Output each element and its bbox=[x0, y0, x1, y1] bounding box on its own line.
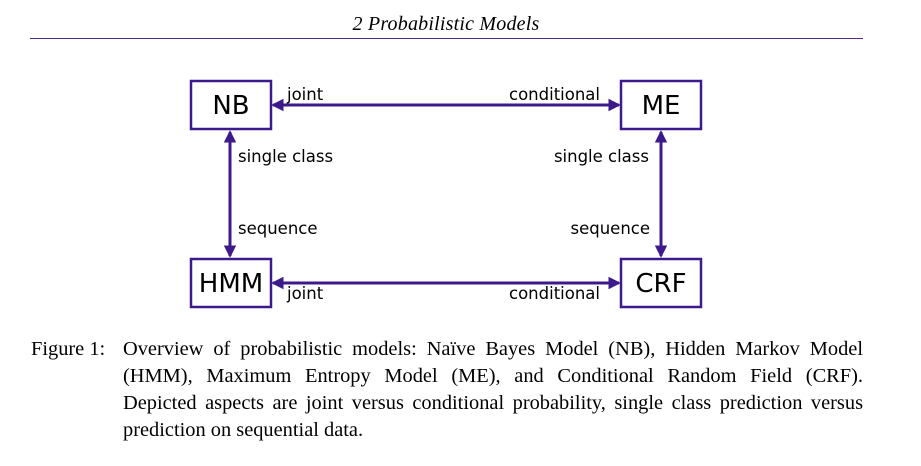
header-rule bbox=[30, 38, 863, 39]
edge-label-top-left: joint bbox=[286, 85, 324, 104]
edge-label-bottom-left: joint bbox=[286, 284, 324, 303]
edge-label-bottom-right: conditional bbox=[509, 284, 600, 303]
edge-label-right-top: single class bbox=[554, 147, 649, 166]
node-me-label: ME bbox=[642, 91, 681, 121]
edge-label-left-bottom: sequence bbox=[238, 219, 318, 238]
node-me: ME bbox=[619, 79, 703, 131]
model-diagram: NB ME HMM CRF joint conditional joint co… bbox=[189, 79, 703, 309]
node-crf-label: CRF bbox=[635, 269, 686, 299]
edge-label-top-right: conditional bbox=[509, 85, 600, 104]
node-hmm-label: HMM bbox=[199, 269, 263, 299]
node-nb-label: NB bbox=[212, 91, 249, 121]
running-header: 2 Probabilistic Models bbox=[352, 13, 540, 35]
figure-caption: Figure 1: Overview of probabilistic mode… bbox=[31, 336, 863, 444]
caption-label: Figure 1: bbox=[31, 338, 106, 360]
node-crf: CRF bbox=[619, 257, 703, 309]
edge-label-right-bottom: sequence bbox=[570, 219, 650, 238]
caption-text: Overview of probabilistic models: Naïve … bbox=[123, 338, 863, 441]
node-nb: NB bbox=[189, 79, 273, 131]
node-hmm: HMM bbox=[189, 257, 273, 309]
edge-label-left-top: single class bbox=[238, 147, 333, 166]
